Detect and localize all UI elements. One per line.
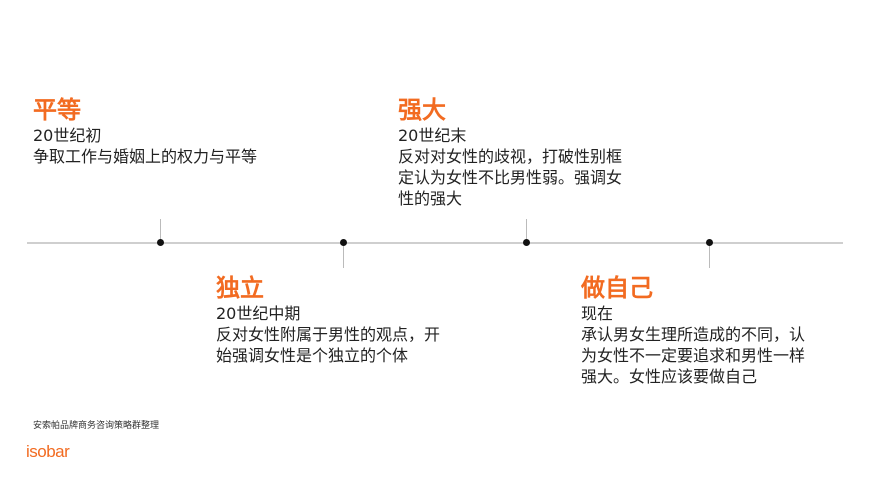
event-desc: 承认男女生理所造成的不同，认 [581,325,806,344]
event-title: 独立 [216,274,264,302]
event-desc: 强大。女性应该要做自己 [581,367,758,386]
event-desc: 性的强大 [398,189,463,208]
timeline-dot [157,239,164,246]
event-title: 强大 [398,96,446,124]
timeline-dot [523,239,530,246]
timeline-tick [160,219,161,243]
event-title: 做自己 [581,274,653,302]
event-period: 20世纪末 [398,126,467,145]
event-desc: 反对对女性的歧视，打破性别框 [398,147,623,166]
event-period: 现在 [581,304,614,323]
timeline-dot [706,239,713,246]
timeline-dot [340,239,347,246]
isobar-logo: isobar [26,442,70,461]
event-desc: 反对女性附属于男性的观点，开 [216,325,441,344]
event-desc: 争取工作与婚姻上的权力与平等 [33,147,258,166]
event-be-yourself: 做自己 现在 承认男女生理所造成的不同，认 为女性不一定要追求和男性一样 强大。… [581,273,805,387]
event-title: 平等 [33,96,81,124]
timeline-tick [343,244,344,268]
event-period: 20世纪初 [33,126,102,145]
event-strength: 强大 20世纪末 反对对女性的歧视，打破性别框 定认为女性不比男性弱。强调女 性… [398,95,622,209]
timeline-axis [27,242,843,244]
event-independence: 独立 20世纪中期 反对女性附属于男性的观点，开 始强调女性是个独立的个体 [216,273,440,366]
timeline-tick [526,219,527,243]
source-note: 安索帕品牌商务咨询策略群整理 [33,421,160,431]
event-desc: 始强调女性是个独立的个体 [216,346,409,365]
timeline-tick [709,244,710,268]
event-desc: 为女性不一定要追求和男性一样 [581,346,806,365]
event-equality: 平等 20世纪初 争取工作与婚姻上的权力与平等 [33,95,257,167]
event-period: 20世纪中期 [216,304,301,323]
event-desc: 定认为女性不比男性弱。强调女 [398,168,623,187]
